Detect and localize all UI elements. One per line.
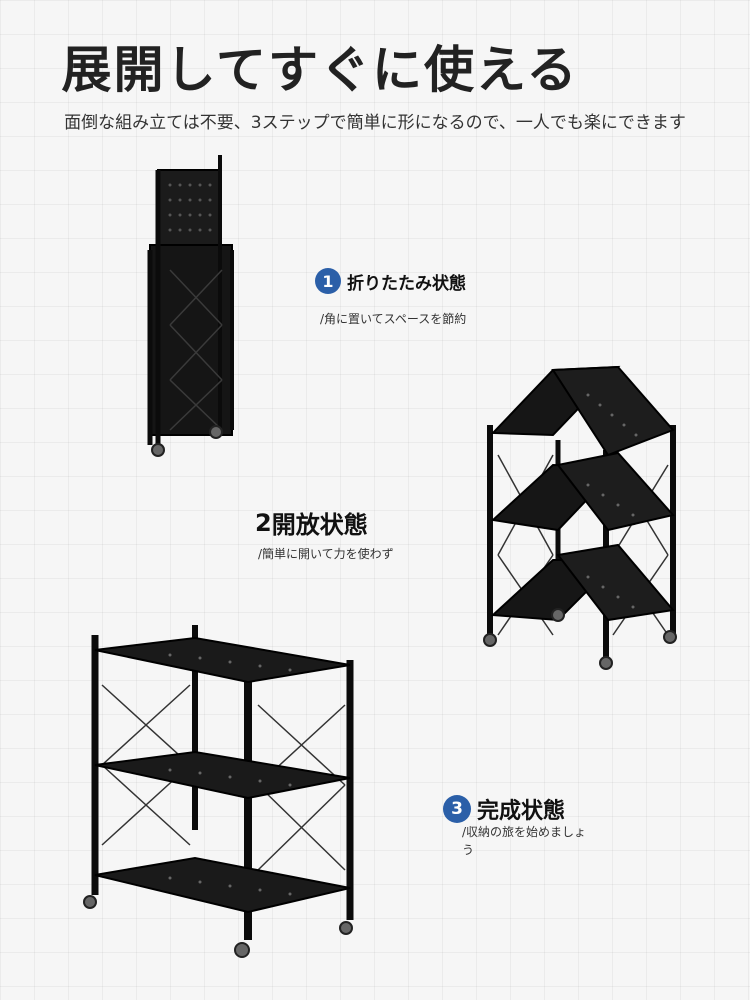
step-1-title: 1 折りたたみ状態 xyxy=(315,268,466,294)
step-3-number-badge: 3 xyxy=(443,795,471,823)
step-3-title-text: 完成状態 xyxy=(477,799,566,824)
step-1-number-badge: 1 xyxy=(315,268,341,294)
rack-folded-image xyxy=(147,155,234,457)
step-3-description: /収納の旅を始めましょう xyxy=(462,825,587,857)
step-1-description: /角に置いてスペースを節約 xyxy=(320,312,467,326)
step-2-title-text: 開放状態 xyxy=(271,511,368,539)
step-1-title-text: 折りたたみ状態 xyxy=(347,273,466,294)
page-subtitle: 面倒な組み立ては不要、3ステップで簡単に形になるので、一人でも楽にできます xyxy=(64,113,686,133)
step-3-title: 3 完成状態 xyxy=(443,793,565,825)
step-2-title: 2 開放状態 xyxy=(255,505,368,540)
rack-complete-image xyxy=(83,625,354,958)
page-title: 展開してすぐに使える xyxy=(61,41,579,99)
step-2-description: /簡単に開いて力を使わず xyxy=(258,547,394,561)
rack-opening-image xyxy=(483,365,677,670)
step-2-number: 2 xyxy=(255,508,272,537)
